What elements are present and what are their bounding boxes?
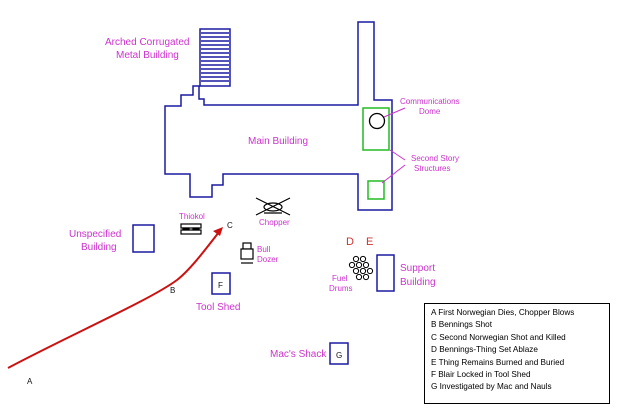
unspecified-label-2: Building: [81, 242, 117, 253]
marker-f: F: [218, 281, 223, 290]
comm-dome-label-2: Dome: [419, 107, 441, 116]
comm-dome-label-1: Communications: [400, 97, 460, 106]
chopper-label: Chopper: [259, 218, 290, 227]
bulldozer-icon: [240, 242, 254, 264]
marker-c: C: [227, 221, 233, 230]
support-building: [376, 254, 395, 292]
route-path: [7, 231, 220, 369]
tool-shed-label: Tool Shed: [196, 302, 240, 313]
pointer-lines: [381, 107, 406, 184]
second-story-structure-lower: [367, 180, 385, 200]
support-building-label-2: Building: [400, 277, 436, 288]
bulldozer-label-2: Dozer: [257, 255, 279, 264]
thiokol-icon: [180, 223, 202, 235]
marker-b: B: [170, 286, 175, 295]
fuel-drums-label-2: Drums: [329, 284, 353, 293]
macs-shack-label: Mac's Shack: [270, 349, 327, 360]
marker-e: E: [366, 236, 373, 248]
macs-shack: [329, 342, 349, 365]
thiokol-label: Thiokol: [179, 212, 205, 221]
support-building-label-1: Support: [400, 263, 435, 274]
unspecified-label-1: Unspecified: [69, 229, 121, 240]
second-story-label-2: Structures: [414, 164, 450, 173]
fuel-drums-icon: [348, 255, 374, 281]
second-story-structure-upper: [362, 107, 390, 151]
main-building-outline: [164, 21, 393, 211]
legend-item: D Bennings-Thing Set Ablaze: [431, 345, 538, 355]
bulldozer-label-1: Bull: [257, 245, 271, 254]
legend-item: C Second Norwegian Shot and Killed: [431, 332, 566, 342]
marker-g: G: [336, 351, 342, 360]
legend-item: E Thing Remains Burned and Buried: [431, 357, 565, 367]
arched-corrugated-building: [199, 28, 231, 87]
route-arrowhead: [213, 227, 223, 236]
legend-item: B Bennings Shot: [431, 320, 492, 330]
legend-item: G Investigated by Mac and Nauls: [431, 382, 552, 392]
legend-item: F Blair Locked in Tool Shed: [431, 369, 531, 379]
arched-building-label-2: Metal Building: [116, 50, 179, 61]
arched-building-label-1: Arched Corrugated: [105, 37, 190, 48]
unspecified-building: [132, 224, 155, 253]
marker-d: D: [346, 236, 354, 248]
fuel-drums-label-1: Fuel: [332, 274, 348, 283]
legend-item: A First Norwegian Dies, Chopper Blows: [431, 308, 575, 317]
main-building-label: Main Building: [248, 136, 308, 147]
chopper-icon: [255, 197, 291, 216]
marker-a: A: [27, 377, 33, 386]
second-story-label-1: Second Story: [411, 154, 459, 163]
legend: A First Norwegian Dies, Chopper Blows B …: [424, 303, 610, 404]
communications-dome: [368, 112, 386, 130]
tool-shed: [211, 272, 231, 295]
